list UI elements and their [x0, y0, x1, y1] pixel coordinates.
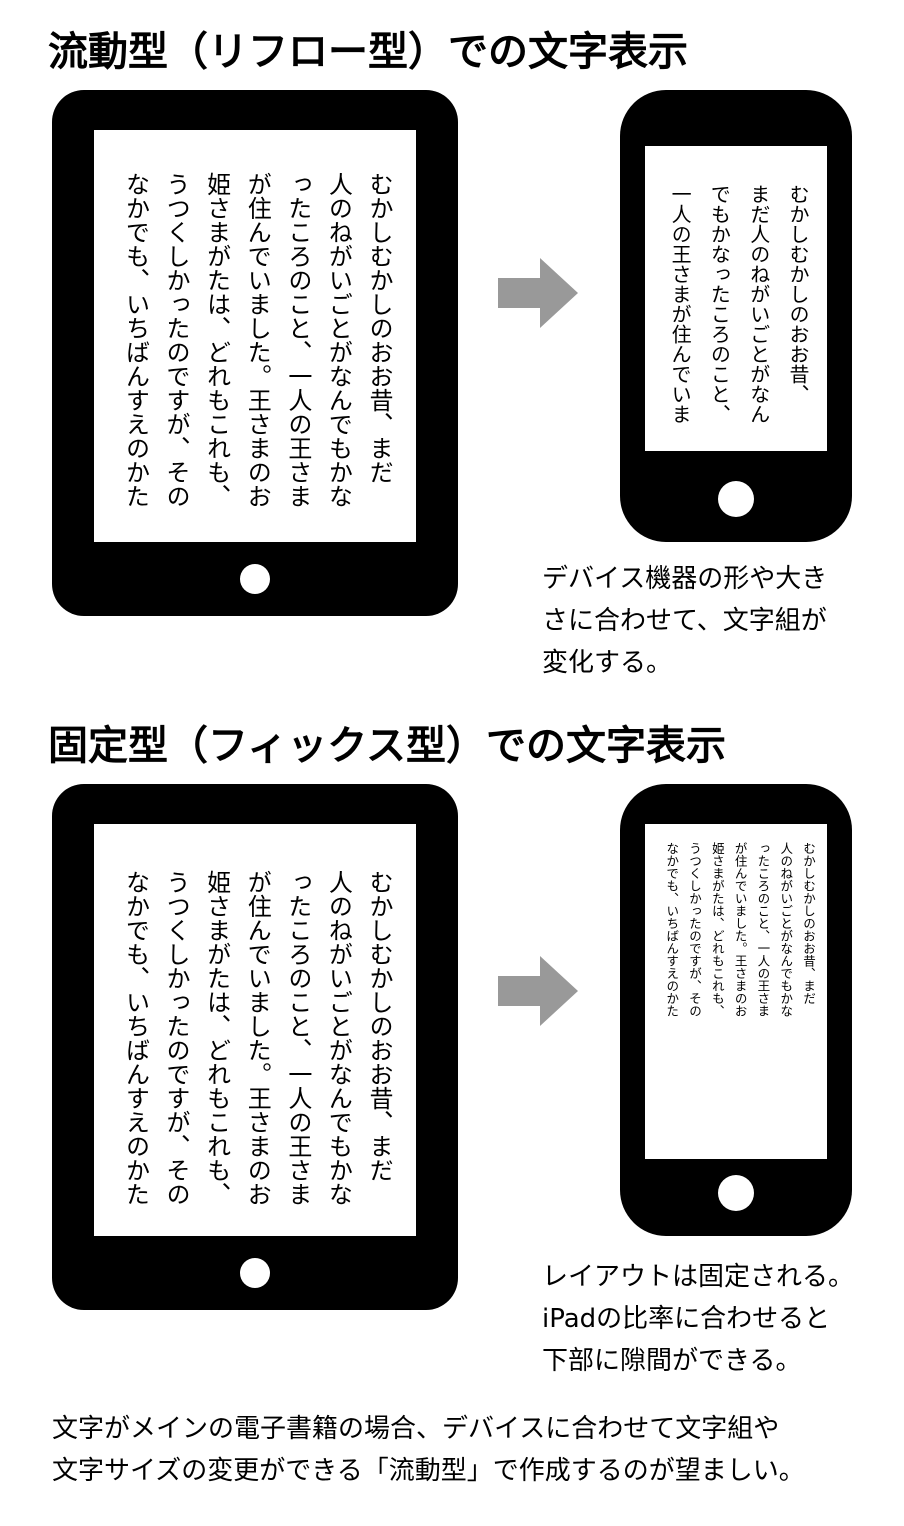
reflow-caption: デバイス機器の形や大き さに合わせて、文字組が 変化する。: [542, 558, 827, 684]
tablet-reflow-text-line-3: ったころのこと、一人の王さま: [283, 172, 312, 508]
tablet-fixed-text-line-5: 姫さまがたは、どれもこれも、: [202, 870, 231, 1206]
phone-reflow-screen: むかしむかしのおお昔、まだ人のねがいごとがなんでもかなったころのこと、一人の王さ…: [645, 146, 827, 451]
reflow-caption-line-3: 変化する。: [542, 648, 673, 678]
phone-reflow-text-line-1: むかしむかしのおお昔、: [786, 184, 810, 404]
fixed-title: 固定型（フィックス型）での文字表示: [48, 723, 726, 769]
tablet-fixed-text-line-6: うつくしかったのですが、その: [162, 870, 191, 1206]
fixed-right-arrow-icon: [498, 956, 578, 1026]
phone-reflow-text-line-4: 一人の王さまが住んでいま: [668, 184, 693, 424]
phone-reflow-text: むかしむかしのおお昔、まだ人のねがいごとがなんでもかなったころのこと、一人の王さ…: [660, 184, 817, 424]
tablet-reflow-text-line-7: なかでも、いちばんすえのかた: [121, 172, 150, 508]
tablet-fixed-text: むかしむかしのおお昔、まだ人のねがいごとがなんでもかなったころのこと、一人の王さ…: [115, 870, 399, 1206]
fixed-caption-line-1: レイアウトは固定される。: [542, 1262, 855, 1292]
phone-fixed-screen: むかしむかしのおお昔、まだ人のねがいごとがなんでもかなったころのこと、一人の王さ…: [645, 824, 827, 1159]
phone-fixed-text: むかしむかしのおお昔、まだ人のねがいごとがなんでもかなったころのこと、一人の王さ…: [659, 842, 819, 1017]
footer-line-2: 文字サイズの変更ができる「流動型」で作成するのが望ましい。: [52, 1456, 805, 1486]
phone-fixed: むかしむかしのおお昔、まだ人のねがいごとがなんでもかなったころのこと、一人の王さ…: [620, 784, 852, 1236]
fixed-caption-line-3: 下部に隙間ができる。: [542, 1346, 802, 1376]
tablet-fixed: むかしむかしのおお昔、まだ人のねがいごとがなんでもかなったころのこと、一人の王さ…: [52, 784, 458, 1310]
tablet-fixed-text-line-3: ったころのこと、一人の王さま: [283, 870, 312, 1206]
tablet-fixed-text-line-2: 人のねがいごとがなんでもかな: [324, 870, 353, 1206]
tablet-fixed-home-button-icon: [240, 1258, 270, 1288]
reflow-caption-line-1: デバイス機器の形や大き: [542, 564, 828, 594]
tablet-reflow-text-line-5: 姫さまがたは、どれもこれも、: [202, 172, 231, 508]
phone-reflow-home-button-icon: [718, 481, 754, 517]
phone-fixed-text-line-2: 人のねがいごとがなんでもかな: [778, 842, 794, 1017]
reflow-right-arrow-icon: [498, 258, 578, 328]
phone-fixed-text-line-7: なかでも、いちばんすえのかた: [664, 842, 680, 1017]
tablet-reflow-text-line-4: が住んでいました。王さまのお: [243, 172, 272, 508]
phone-fixed-text-line-5: 姫さまがたは、どれもこれも、: [709, 842, 725, 1017]
reflow-caption-line-2: さに合わせて、文字組が: [542, 606, 827, 636]
tablet-fixed-screen: むかしむかしのおお昔、まだ人のねがいごとがなんでもかなったころのこと、一人の王さ…: [94, 824, 416, 1236]
tablet-fixed-text-line-1: むかしむかしのおお昔、まだ: [365, 870, 393, 1182]
phone-fixed-text-line-3: ったころのこと、一人の王さま: [755, 842, 771, 1017]
phone-fixed-text-line-6: うつくしかったのですが、その: [687, 842, 703, 1017]
reflow-title: 流動型（リフロー型）での文字表示: [48, 29, 688, 75]
phone-fixed-home-button-icon: [718, 1175, 754, 1211]
tablet-reflow-text-line-6: うつくしかったのですが、その: [162, 172, 191, 508]
phone-reflow-text-line-2: まだ人のねがいごとがなん: [746, 184, 771, 424]
phone-reflow: むかしむかしのおお昔、まだ人のねがいごとがなんでもかなったころのこと、一人の王さ…: [620, 90, 852, 542]
tablet-reflow-text-line-2: 人のねがいごとがなんでもかな: [324, 172, 353, 508]
tablet-reflow: むかしむかしのおお昔、まだ人のねがいごとがなんでもかなったころのこと、一人の王さ…: [52, 90, 458, 616]
tablet-fixed-text-line-4: が住んでいました。王さまのお: [243, 870, 272, 1206]
phone-fixed-text-line-4: が住んでいました。王さまのお: [732, 842, 748, 1017]
tablet-reflow-screen: むかしむかしのおお昔、まだ人のねがいごとがなんでもかなったころのこと、一人の王さ…: [94, 130, 416, 542]
tablet-reflow-home-button-icon: [240, 564, 270, 594]
fixed-caption: レイアウトは固定される。 iPadの比率に合わせると 下部に隙間ができる。: [542, 1256, 854, 1382]
footer-line-1: 文字がメインの電子書籍の場合、デバイスに合わせて文字組や: [52, 1414, 780, 1444]
fixed-caption-line-2: iPadの比率に合わせると: [542, 1304, 831, 1334]
phone-reflow-text-line-3: でもかなったころのこと、: [707, 184, 732, 424]
tablet-reflow-text-line-1: むかしむかしのおお昔、まだ: [365, 172, 393, 484]
tablet-reflow-text: むかしむかしのおお昔、まだ人のねがいごとがなんでもかなったころのこと、一人の王さ…: [115, 172, 399, 508]
tablet-fixed-text-line-7: なかでも、いちばんすえのかた: [121, 870, 150, 1206]
footer-note: 文字がメインの電子書籍の場合、デバイスに合わせて文字組や 文字サイズの変更ができ…: [52, 1408, 805, 1492]
phone-fixed-text-line-1: むかしむかしのおお昔、まだ: [801, 842, 816, 1005]
